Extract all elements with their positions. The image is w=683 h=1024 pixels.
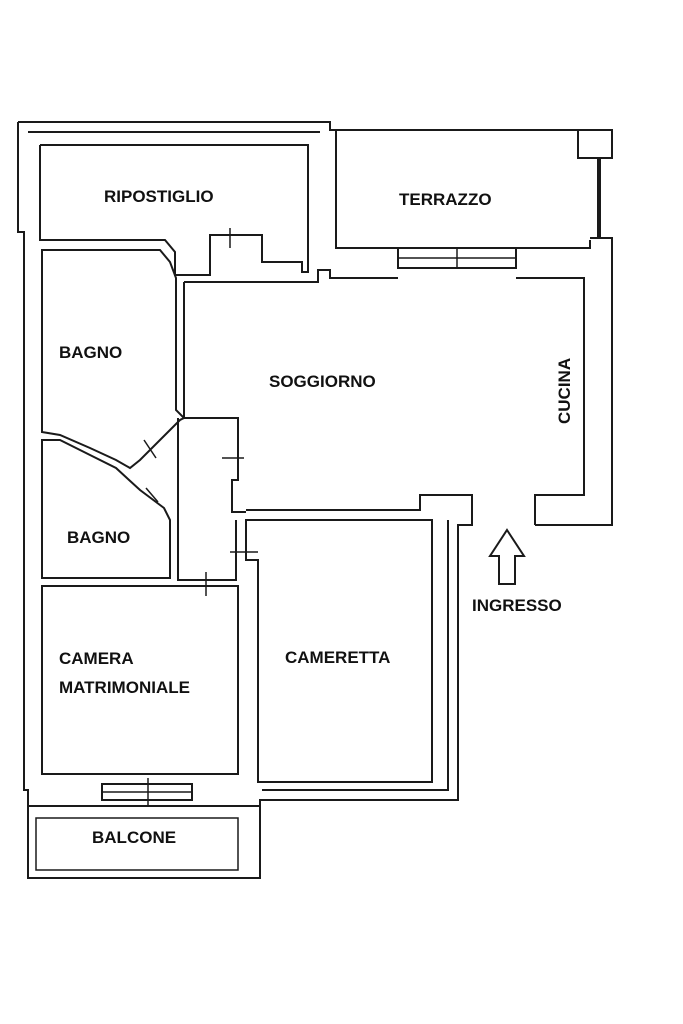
room-label-terrazzo: TERRAZZO (399, 190, 492, 209)
room-label-balcone: BALCONE (92, 828, 176, 847)
terrazzo-room (335, 129, 613, 269)
room-label-soggiorno: SOGGIORNO (269, 372, 376, 391)
room-label-camera-line2: MATRIMONIALE (59, 678, 190, 697)
room-label-cucina: CUCINA (555, 358, 574, 424)
ripostiglio-room (39, 144, 309, 276)
soggiorno-room (183, 269, 585, 525)
room-label-cameretta: CAMERETTA (285, 648, 390, 667)
room-label-bagno-2: BAGNO (67, 528, 130, 547)
outer-walls (17, 121, 613, 879)
bagno-1-room (41, 249, 186, 470)
room-label-ripostiglio: RIPOSTIGLIO (104, 187, 214, 206)
camera-matrimoniale-room (41, 572, 239, 806)
entrance-label: INGRESSO (472, 596, 562, 615)
up-arrow-icon (488, 528, 526, 585)
bagno-2-room (41, 418, 237, 581)
room-label-bagno-1: BAGNO (59, 343, 122, 362)
room-label-camera-line1: CAMERA (59, 649, 134, 668)
cameretta-room (230, 519, 433, 783)
